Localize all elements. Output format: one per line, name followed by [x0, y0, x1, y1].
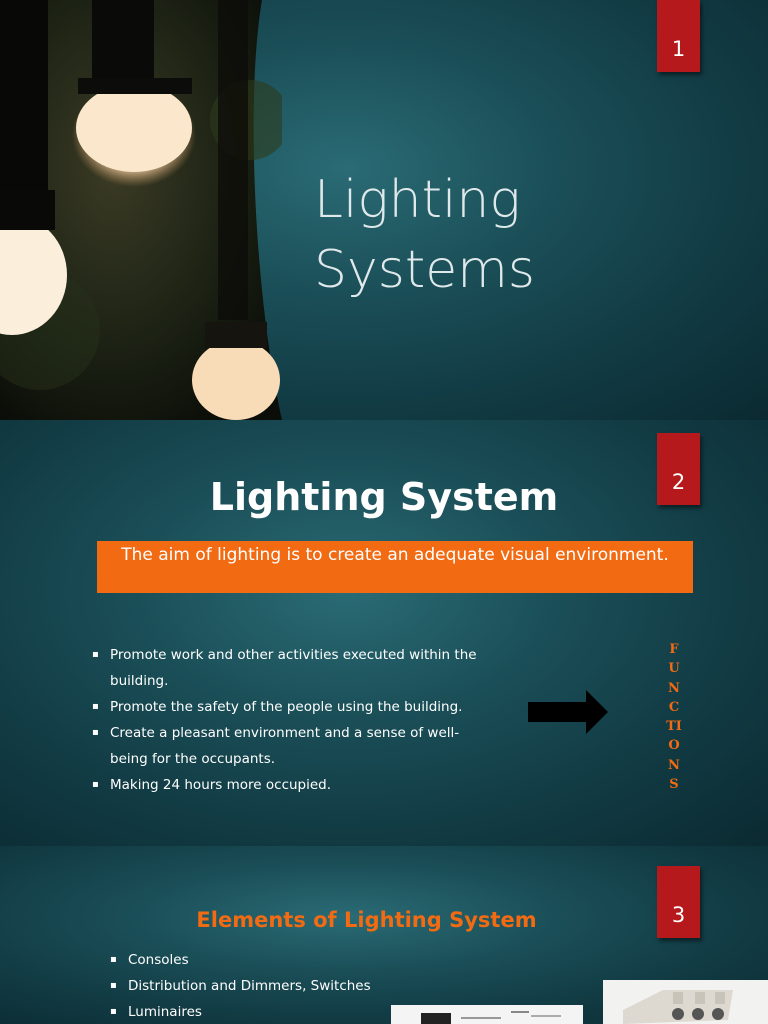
slide-3: 3 Elements of Lighting System Consoles D… [0, 846, 768, 1024]
title-line-2: Systems [314, 240, 535, 300]
terminal-block-photo [603, 980, 768, 1024]
diagram-image [421, 1011, 561, 1024]
list-item: Promote the safety of the people using t… [92, 694, 492, 720]
list-item: Distribution and Dimmers, Switches [110, 973, 371, 999]
elements-list: Consoles Distribution and Dimmers, Switc… [110, 947, 371, 1024]
slide-number-badge: 2 [657, 433, 700, 505]
slide-number: 3 [671, 903, 686, 927]
slide-number-badge: 1 [657, 0, 700, 72]
aim-callout: The aim of lighting is to create an adeq… [97, 541, 693, 593]
slide-number-badge: 3 [657, 866, 700, 938]
functions-vertical-label: FUNCTIONS [664, 640, 684, 794]
slide-3-heading: Elements of Lighting System [196, 908, 537, 932]
slide-2-heading: Lighting System [209, 475, 559, 519]
slide-1: Lighting Systems 1 [0, 0, 768, 420]
slide-2: 2 Lighting System The aim of lighting is… [0, 420, 768, 846]
title-line-1: Lighting [314, 170, 521, 230]
terminal-block-image [623, 990, 733, 1024]
light-bulbs-photo [0, 0, 282, 420]
slide-number: 1 [671, 37, 686, 61]
list-item: Making 24 hours more occupied. [92, 772, 492, 798]
list-item: Create a pleasant environment and a sens… [92, 720, 492, 772]
list-item: Promote work and other activities execut… [92, 642, 492, 694]
diagram-thumbnail [391, 1005, 583, 1024]
list-item: Luminaires [110, 999, 371, 1024]
slide-number: 2 [671, 470, 686, 494]
slide-1-title: Lighting Systems [314, 165, 535, 305]
functions-list: Promote work and other activities execut… [92, 642, 492, 798]
vertical-word: FUNCTIONS [666, 642, 682, 793]
right-arrow-icon [528, 690, 608, 734]
list-item: Consoles [110, 947, 371, 973]
